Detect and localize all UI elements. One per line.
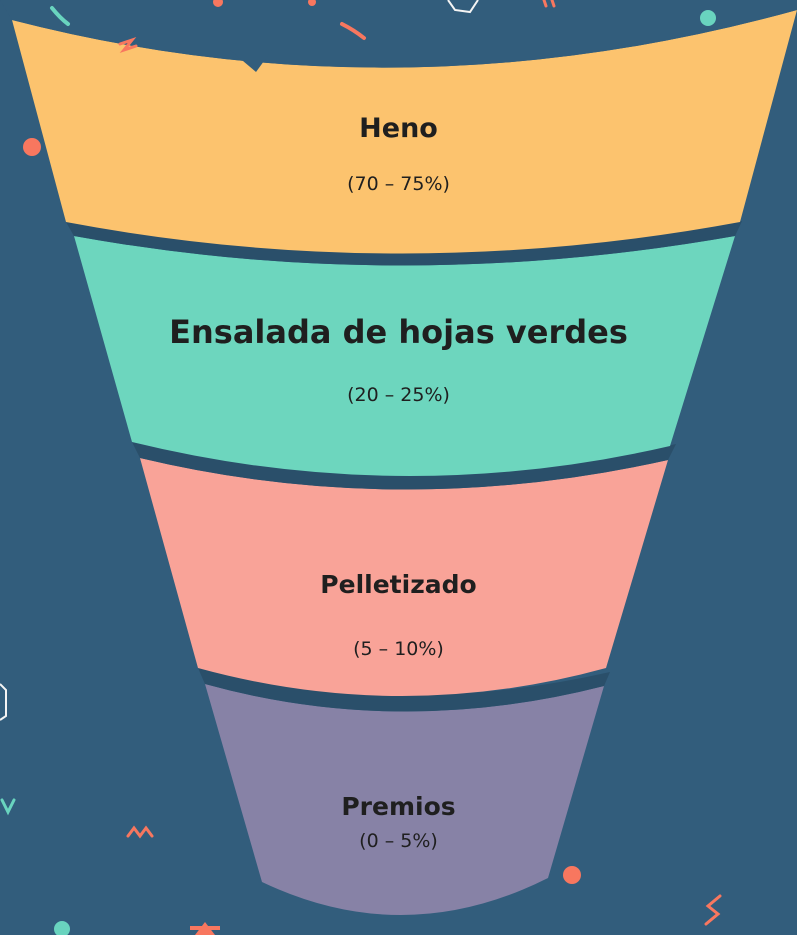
confetti-decorations [0,0,722,935]
level-range-pelletizado: (5 – 10%) [353,638,444,660]
funnel-level-ensalada [66,221,742,477]
level-range-ensalada: (20 – 25%) [347,384,450,406]
level-range-heno: (70 – 75%) [347,173,450,195]
level-range-premios: (0 – 5%) [359,830,438,852]
level-title-ensalada: Ensalada de hojas verdes [169,313,628,351]
funnel-level-heno [0,0,797,254]
funnel-level-premios [198,668,610,916]
funnel-level-pelletizado [132,442,676,696]
level-title-premios: Premios [341,792,456,821]
level-title-heno: Heno [359,113,438,144]
notch-triangle [230,50,272,72]
level-title-pelletizado: Pelletizado [320,570,477,599]
